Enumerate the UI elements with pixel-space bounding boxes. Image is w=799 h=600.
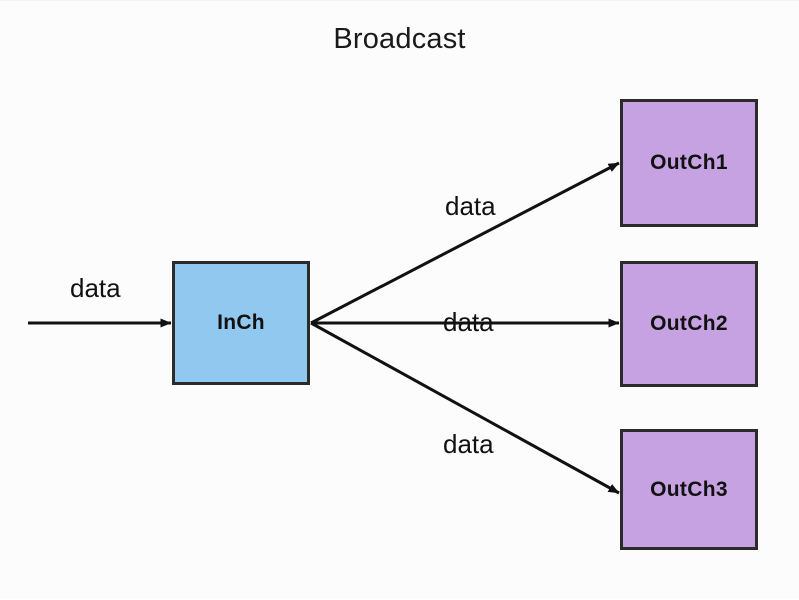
node-outch1-label: OutCh1	[650, 151, 728, 174]
page-title: Broadcast	[333, 23, 466, 55]
edge-label-outch2: data	[443, 307, 494, 337]
node-inch-label: InCh	[217, 311, 265, 334]
node-outch3[interactable]: OutCh3	[620, 429, 758, 550]
edge-label-input: data	[70, 273, 121, 303]
node-outch2-label: OutCh2	[650, 312, 728, 335]
edge-outch3-arrow	[310, 321, 620, 495]
edge-label-outch1: data	[445, 191, 496, 221]
node-outch3-label: OutCh3	[650, 477, 728, 501]
edge-outch1-arrow	[310, 161, 620, 325]
node-inch[interactable]: InCh	[172, 261, 310, 385]
edge-label-outch3: data	[443, 429, 494, 459]
node-outch2[interactable]: OutCh2	[620, 261, 758, 387]
node-outch1[interactable]: OutCh1	[620, 99, 758, 227]
